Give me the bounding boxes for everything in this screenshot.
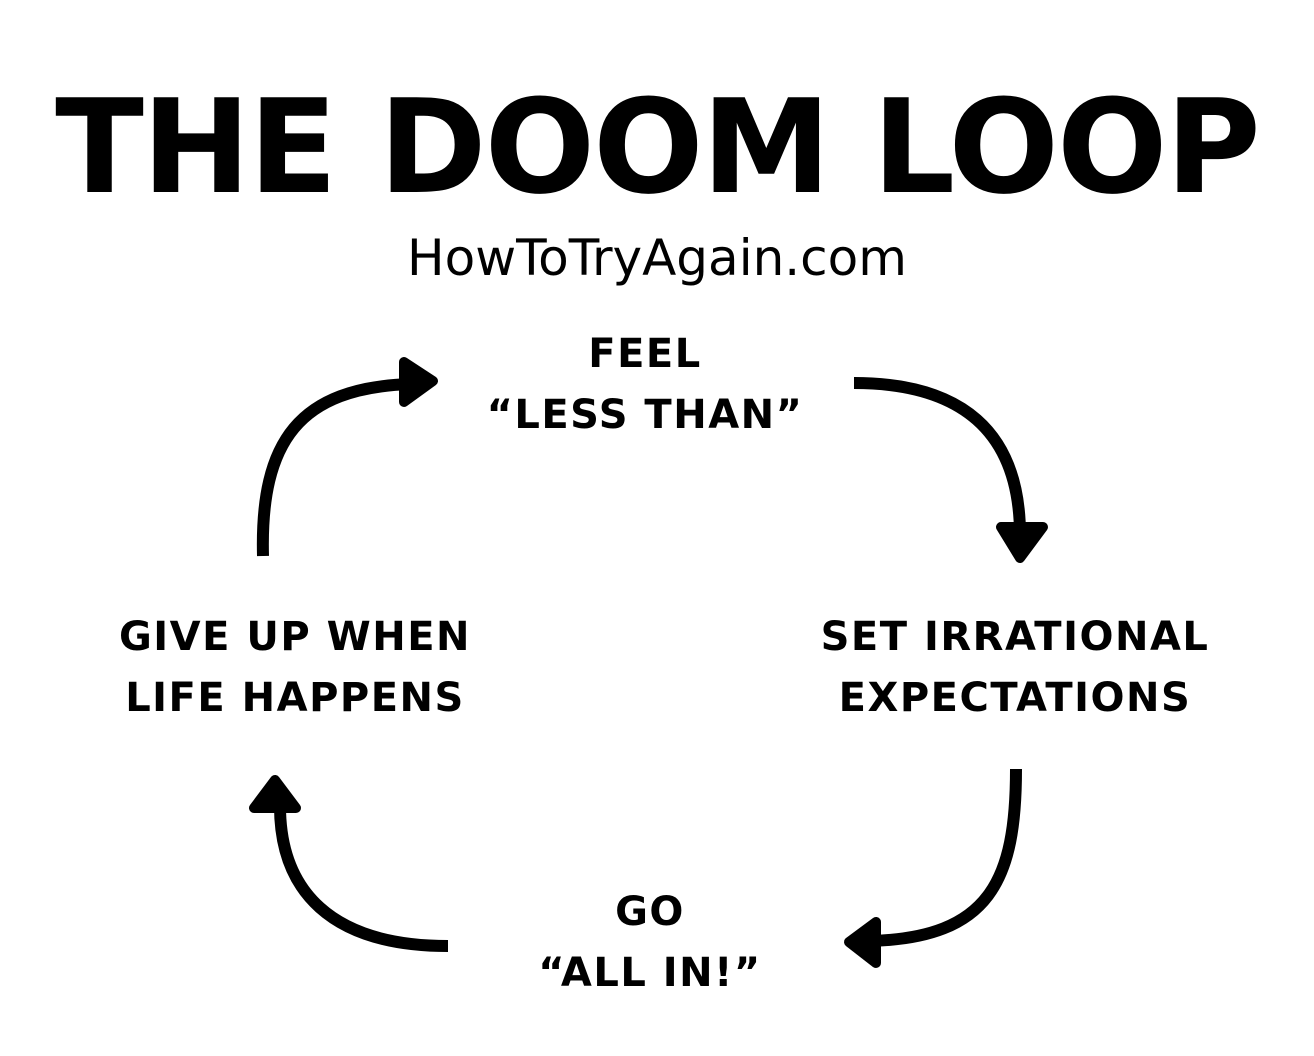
node-right-line-2: EXPECTATIONS bbox=[838, 675, 1192, 721]
arrow-right-to-bottom bbox=[844, 768, 1022, 968]
arrow-left-to-top-head bbox=[399, 357, 438, 407]
arrow-bottom-to-left-head bbox=[249, 775, 301, 813]
arrow-bottom-to-left-shaft bbox=[274, 805, 449, 952]
node-feel-less-than: FEEL “LESS THAN” bbox=[440, 324, 850, 446]
arrow-top-to-right bbox=[853, 377, 1048, 563]
arrow-top-to-right-shaft bbox=[853, 377, 1026, 536]
arrow-right-to-bottom-head bbox=[844, 917, 881, 968]
node-give-up-when-life-happens: GIVE UP WHEN LIFE HAPPENS bbox=[80, 607, 510, 729]
node-left-line-1: GIVE UP WHEN bbox=[118, 614, 472, 660]
node-top-line-2: “LESS THAN” bbox=[486, 392, 804, 438]
diagram-title: THE DOOM LOOP bbox=[55, 71, 1261, 223]
diagram-subtitle: HowToTryAgain.com bbox=[407, 229, 907, 287]
node-top-line-1: FEEL bbox=[588, 331, 702, 377]
arrow-right-to-bottom-shaft bbox=[869, 768, 1022, 947]
node-right-line-1: SET IRRATIONAL bbox=[820, 614, 1210, 660]
node-bottom-line-1: GO bbox=[615, 889, 685, 935]
node-go-all-in: GO “ALL IN!” bbox=[460, 882, 840, 1004]
node-set-irrational-expectations: SET IRRATIONAL EXPECTATIONS bbox=[780, 607, 1250, 729]
arrow-bottom-to-left bbox=[249, 775, 449, 952]
node-left-line-2: LIFE HAPPENS bbox=[125, 675, 465, 721]
arrow-left-to-top bbox=[256, 357, 438, 557]
arrow-left-to-top-shaft bbox=[256, 378, 411, 557]
arrow-top-to-right-head bbox=[996, 522, 1048, 563]
node-bottom-line-2: “ALL IN!” bbox=[538, 950, 762, 996]
